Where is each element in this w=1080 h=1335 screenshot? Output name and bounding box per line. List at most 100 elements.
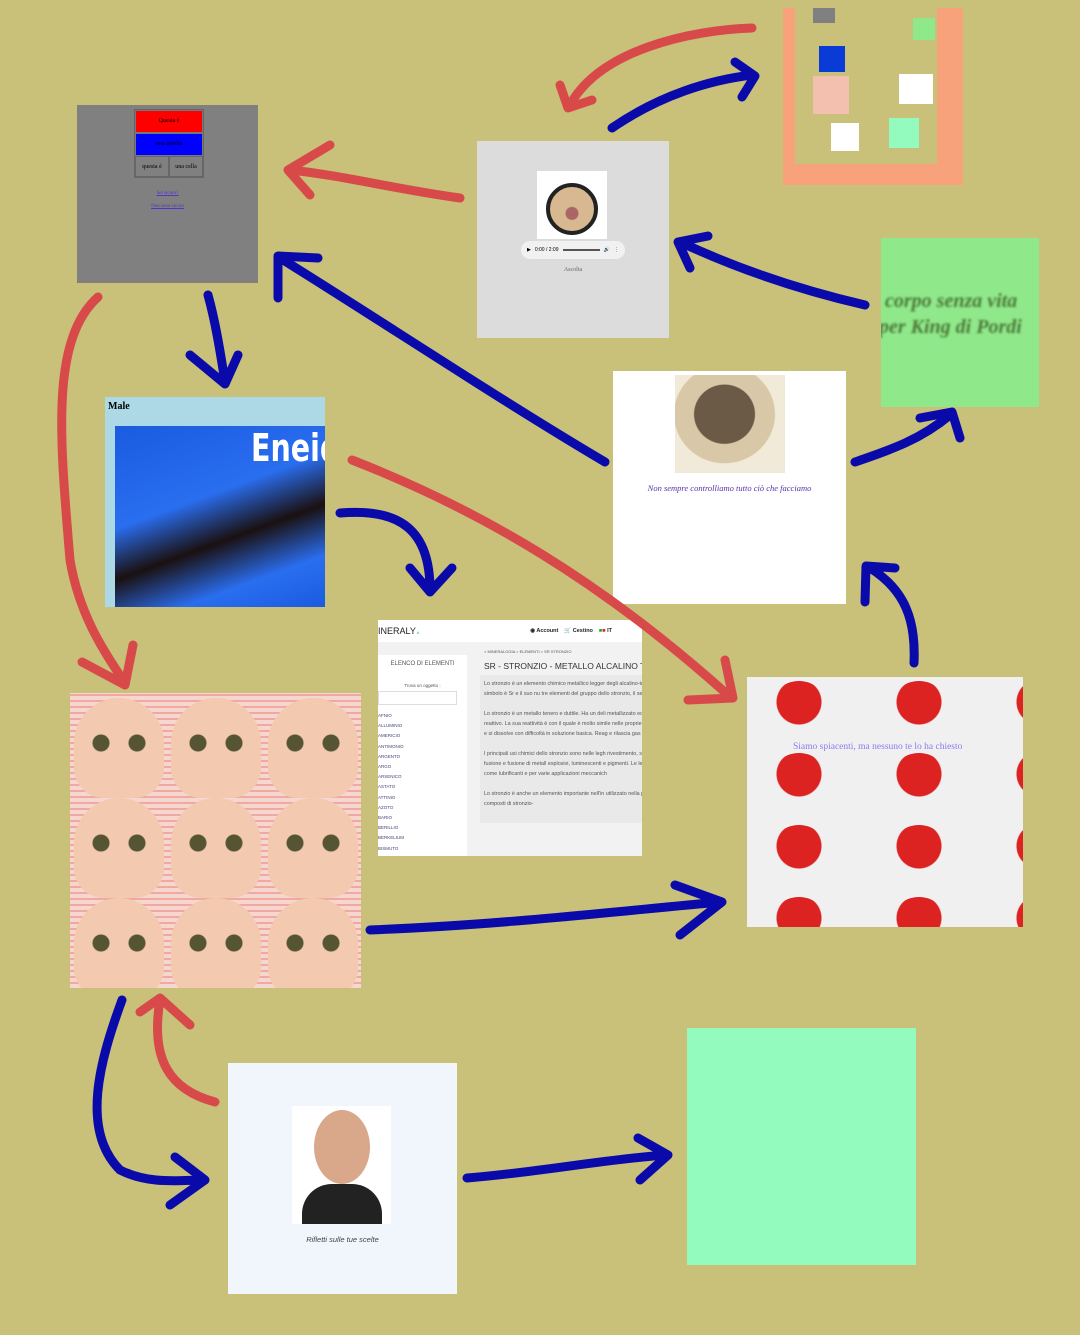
search-input[interactable] xyxy=(378,691,457,705)
red-figure xyxy=(889,753,949,813)
blue-arrow xyxy=(860,561,919,668)
face-caption: Rifletti sulle tue scelte xyxy=(306,1235,379,1244)
red-figure xyxy=(769,897,829,927)
red-figure xyxy=(889,897,949,927)
element-link[interactable]: BERKELIUM xyxy=(378,835,405,841)
table-row: una tabella xyxy=(135,133,203,156)
element-link[interactable]: ARSENICO xyxy=(378,774,402,780)
demo-table: Questa è una tabella questa è una cella xyxy=(134,109,204,178)
red-arrow xyxy=(135,993,220,1107)
red-arrow xyxy=(555,23,757,113)
blue-arrow xyxy=(92,995,210,1210)
element-list: AFNIO ALLUMINIO AMERICIO ANTIMONIO ARGENTO AR… xyxy=(378,711,467,854)
language-select[interactable]: ■■ IT xyxy=(598,628,612,634)
element-link[interactable]: ANTIMONIO xyxy=(378,743,404,749)
table-cell: una cella xyxy=(169,156,203,177)
video-label: Male xyxy=(108,401,130,412)
cat-headphones-image xyxy=(537,171,607,239)
green-line-1: corpo senza vita xyxy=(885,290,1018,312)
article-paragraph: I principali usi chimici dello stronzio … xyxy=(484,751,642,777)
video-frame[interactable]: Eneid xyxy=(115,426,325,607)
skull-graphic xyxy=(74,698,164,798)
blue-arrow xyxy=(607,57,760,133)
red-figure xyxy=(889,825,949,885)
red-figure xyxy=(1009,681,1023,741)
blue-arrow xyxy=(673,231,870,310)
video-overlay-text: Eneid xyxy=(251,426,325,470)
cart-link[interactable]: 🛒 Cestino xyxy=(564,628,593,634)
skull-graphic xyxy=(268,798,358,898)
blue-arrow xyxy=(185,290,243,389)
skull-graphic xyxy=(171,798,261,898)
red-figure xyxy=(769,753,829,813)
skull-graphic xyxy=(268,898,358,988)
skull-graphic xyxy=(268,698,358,798)
search-label: Trova un oggetto : xyxy=(404,683,441,688)
audio-progress[interactable] xyxy=(562,249,600,251)
site-logo[interactable]: INERALY.it xyxy=(378,626,419,636)
audio-panel: ▶ 0:00 / 2:09 🔊 ⋮ Ascolta xyxy=(477,141,669,338)
blue-arrow xyxy=(850,407,965,467)
site-header: INERALY.it ◉ Account 🛒 Cestino ■■ IT xyxy=(378,620,642,642)
face-panel: Rifletti sulle tue scelte xyxy=(228,1063,457,1294)
red-figure xyxy=(769,681,829,741)
element-link[interactable]: ARGO xyxy=(378,764,392,770)
article-paragraph: Lo stronzio è un metallo tenero e duttil… xyxy=(484,711,642,737)
element-link[interactable]: ASTATO xyxy=(378,784,396,790)
element-link[interactable]: ARGENTO xyxy=(378,753,401,759)
element-link[interactable]: AZOTO xyxy=(378,804,394,810)
account-link[interactable]: ◉ Account xyxy=(530,628,559,634)
red-figure xyxy=(1009,753,1023,813)
turkey-caption: Non sempre controlliamo tutto ciò che fa… xyxy=(647,483,812,493)
more-icon[interactable]: ⋮ xyxy=(614,247,619,253)
turkey-panel: Non sempre controlliamo tutto ciò che fa… xyxy=(613,371,846,604)
element-link[interactable]: ALLUMINIO xyxy=(378,723,403,729)
article: Lo stronzio è un elemento chimico metall… xyxy=(480,675,642,823)
skull-graphic xyxy=(171,698,261,798)
green-text-panel: corpo senza vita per King di Pordi xyxy=(881,238,1039,407)
figures-panel: Siamo spiacenti, ma nessuno te lo ha chi… xyxy=(747,677,1023,927)
element-link[interactable]: ATTINIO xyxy=(378,794,396,800)
element-link[interactable]: AFNIO xyxy=(378,713,392,718)
sidebar: ELENCO DI ELEMENTI Trova un oggetto : AF… xyxy=(378,655,467,856)
red-arrow xyxy=(283,140,465,203)
blue-arrow xyxy=(462,1133,673,1185)
audio-time: 0:00 / 2:09 xyxy=(534,247,559,253)
element-link[interactable]: AMERICIO xyxy=(378,733,401,739)
mineraly-panel[interactable]: INERALY.it ◉ Account 🛒 Cestino ■■ IT ELE… xyxy=(378,620,642,856)
red-figure xyxy=(1009,825,1023,885)
table-row: questa è una cella xyxy=(135,156,203,177)
element-link[interactable]: BISMUTO xyxy=(378,845,399,851)
audio-caption: Ascolta xyxy=(563,267,583,273)
element-link[interactable]: BERILLIO xyxy=(378,825,399,831)
turkey-train-image xyxy=(675,375,785,473)
volume-icon[interactable]: 🔊 xyxy=(603,247,610,253)
blue-arrow xyxy=(335,507,457,597)
bald-man-photo xyxy=(292,1106,391,1224)
skull-graphic xyxy=(74,798,164,898)
red-figure xyxy=(1009,897,1023,927)
table-row: Questa è xyxy=(135,110,203,133)
link-non-sono-sicuro[interactable]: Non sono sicuro xyxy=(151,204,184,209)
article-paragraph: Lo stronzio è anche un elemento importan… xyxy=(484,791,642,807)
skulls-image xyxy=(70,693,361,988)
element-link[interactable]: BARIO xyxy=(378,815,393,821)
sidebar-title: ELENCO DI ELEMENTI xyxy=(390,661,455,667)
audio-player[interactable]: ▶ 0:00 / 2:09 🔊 ⋮ xyxy=(521,241,625,259)
figures-caption: Siamo spiacenti, ma nessuno te lo ha chi… xyxy=(793,742,963,752)
breadcrumb: > MINERALOGIA > ELEMENTI > SR STRONZIO xyxy=(484,649,572,654)
minimap-panel[interactable] xyxy=(783,8,963,185)
play-icon[interactable]: ▶ xyxy=(527,247,531,253)
table-panel[interactable]: Questa è una tabella questa è una cella … xyxy=(77,105,258,283)
link-sei-sicuro[interactable]: Sei sicuro? xyxy=(156,191,179,196)
video-panel[interactable]: Male Eneid xyxy=(105,397,325,607)
table-cell: questa è xyxy=(135,156,169,177)
red-figure xyxy=(889,681,949,741)
skull-graphic xyxy=(171,898,261,988)
skull-graphic xyxy=(74,898,164,988)
mint-panel xyxy=(687,1028,916,1265)
blue-arrow xyxy=(365,880,727,940)
green-line-2: per King di Pordi xyxy=(881,316,1022,338)
page-title: SR - STRONZIO - METALLO ALCALINO T xyxy=(484,661,642,671)
red-figure xyxy=(769,825,829,885)
